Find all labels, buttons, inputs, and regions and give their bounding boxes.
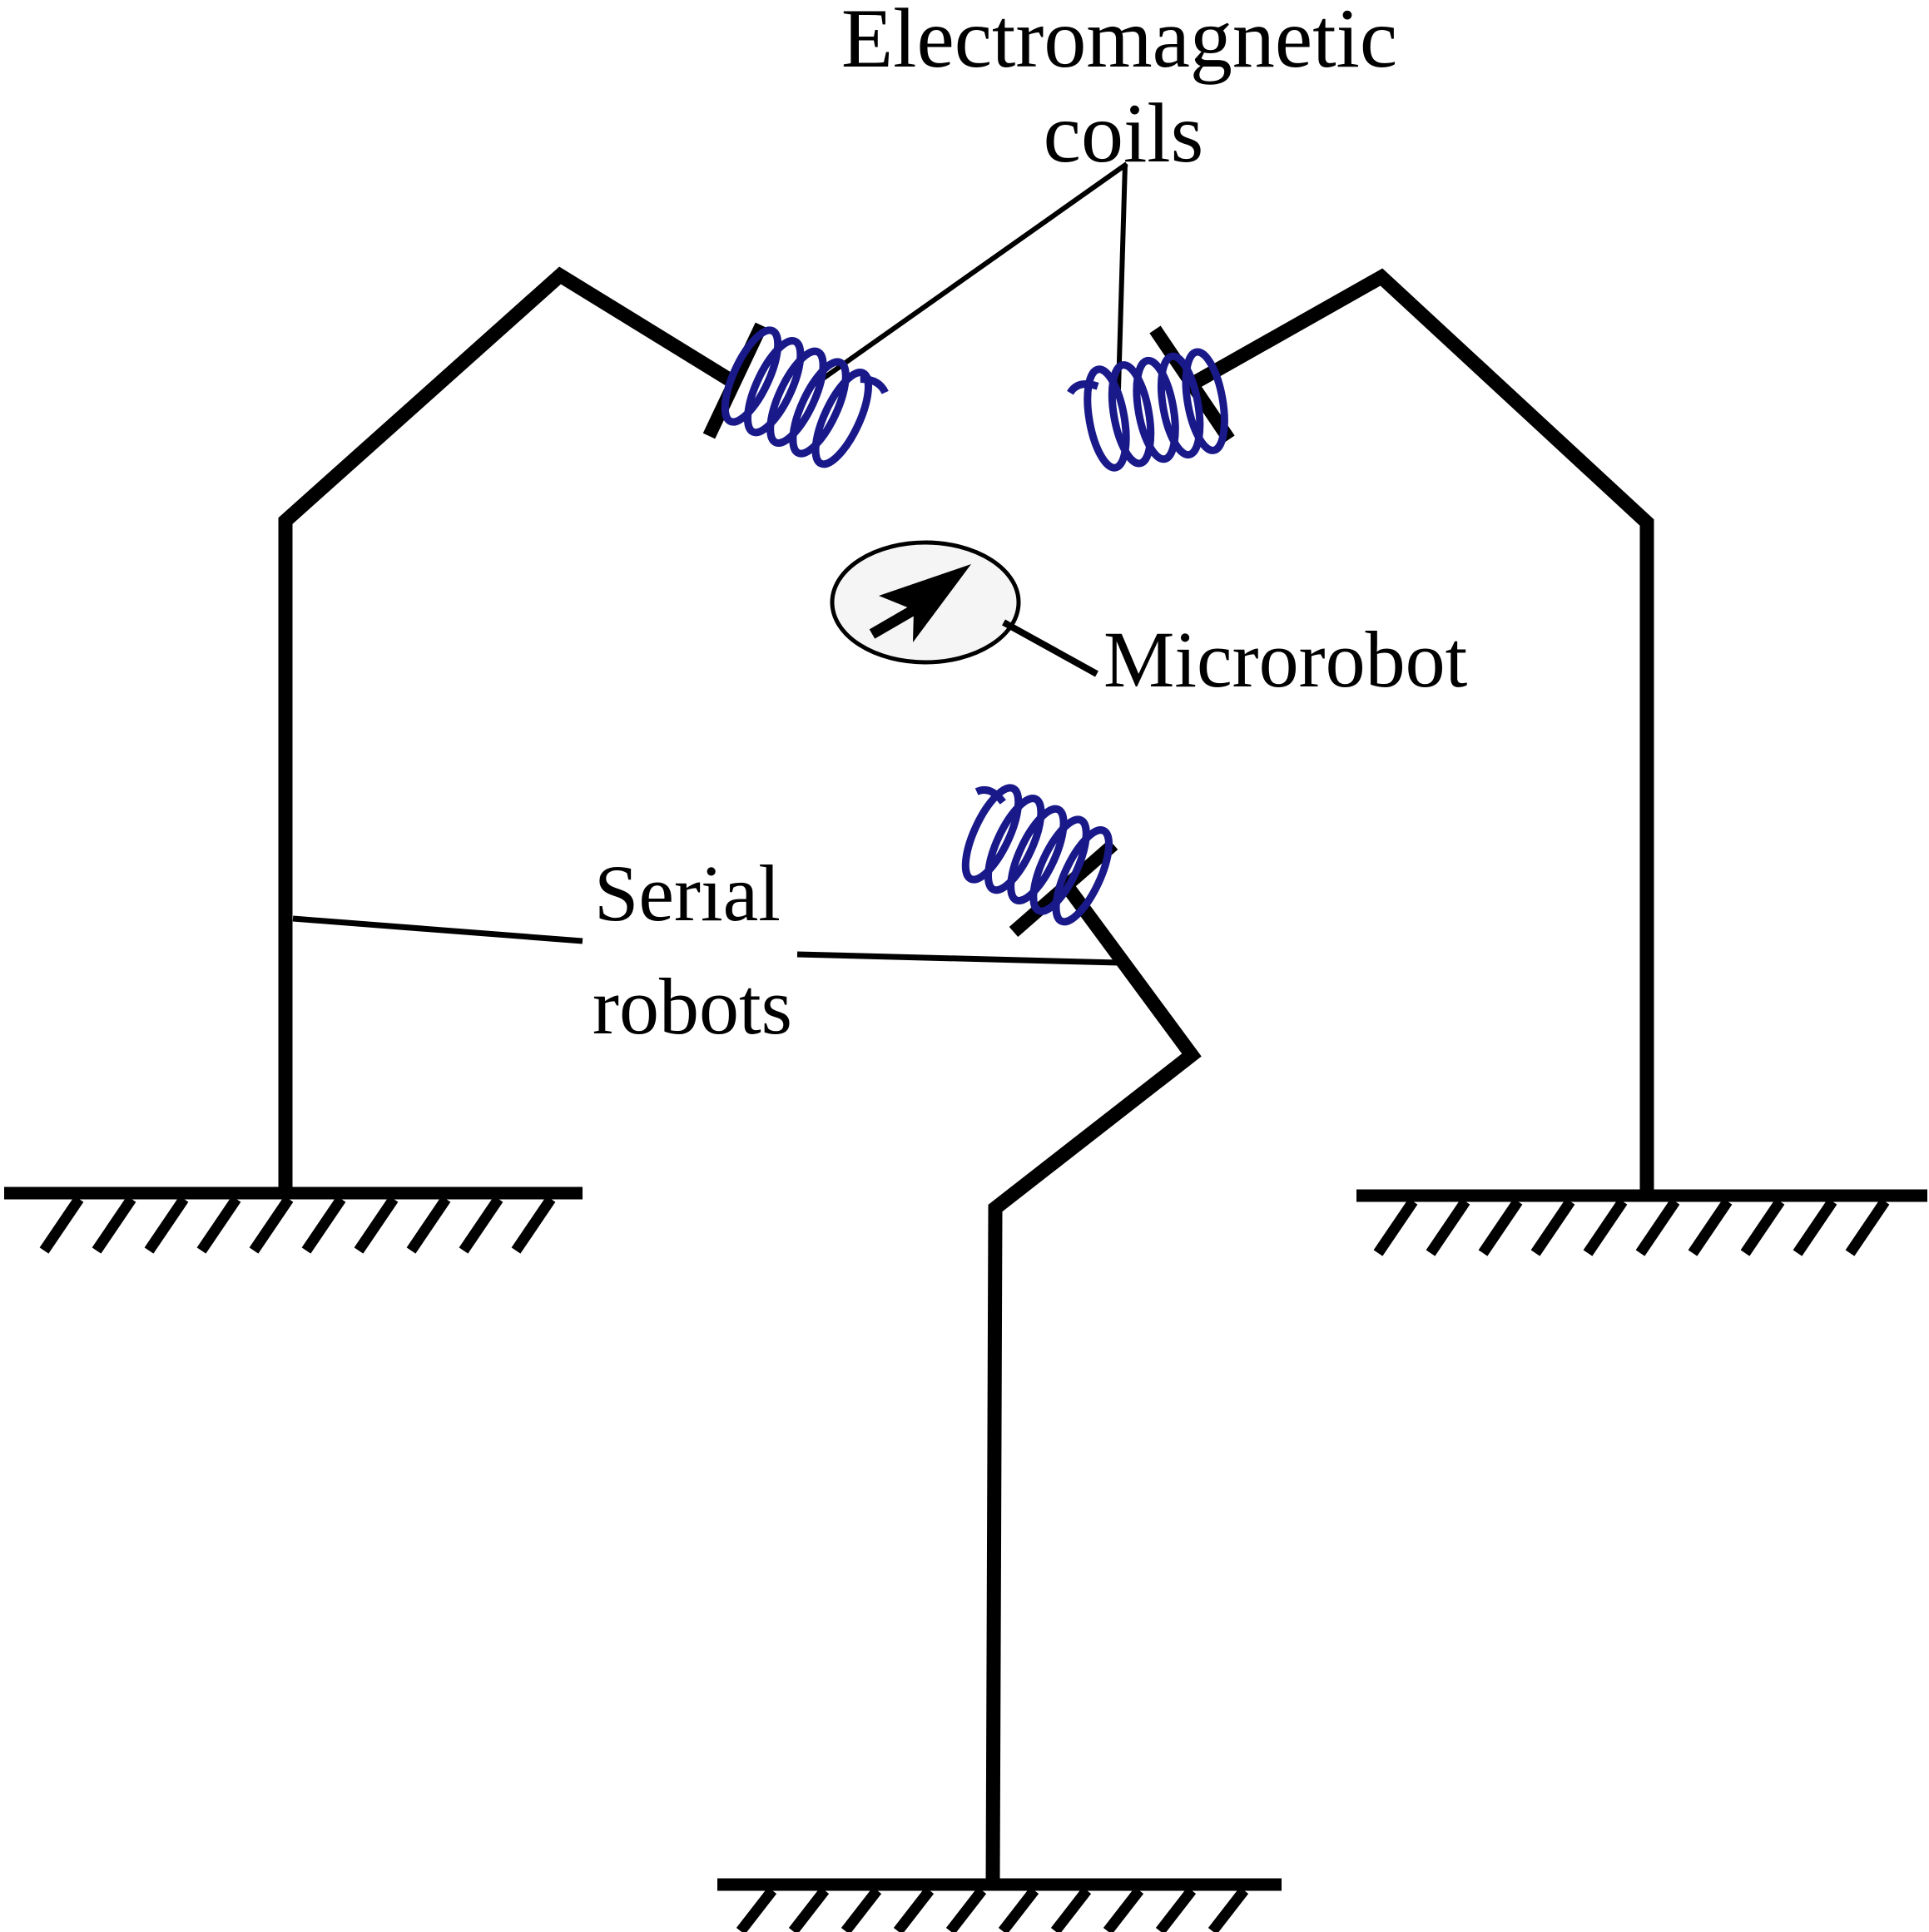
- pointer-line-coils-right: [1116, 163, 1128, 390]
- coil-loop: [1157, 352, 1204, 459]
- title-line1: Electromagnetic: [841, 0, 1397, 86]
- pointer-line-serial-left: [292, 915, 583, 944]
- coil-loop: [811, 369, 872, 468]
- pointer-line-coils-left: [813, 161, 1128, 387]
- coil-loop: [743, 337, 805, 437]
- left-serial-robot: [278, 266, 889, 1193]
- ground-bottom: [717, 1878, 1282, 1932]
- left-electromagnetic-coil: [721, 326, 889, 468]
- microrobot-label: Microrobot: [1103, 615, 1468, 704]
- coil-loop: [961, 784, 1023, 884]
- coil-wire-tail: [860, 375, 889, 394]
- microrobot: [830, 540, 1021, 665]
- right-robot-arm: [1192, 268, 1654, 1196]
- ground-hatch: [1373, 1198, 1890, 1256]
- microrobot-arrow-icon: [879, 564, 971, 642]
- pointer-line-serial-bottom: [796, 951, 1119, 966]
- coil-loop: [1182, 348, 1228, 454]
- coil-loop: [1052, 826, 1113, 926]
- ground-hatch: [39, 1196, 556, 1254]
- coil-loop: [1029, 815, 1090, 915]
- bottom-electromagnetic-coil: [961, 784, 1113, 926]
- coil-loop: [1133, 356, 1179, 463]
- coil-loop: [984, 795, 1045, 894]
- ground-right: [1356, 1189, 1927, 1256]
- coil-wire-tail: [974, 785, 1006, 805]
- right-serial-robot: [1067, 268, 1654, 1196]
- bottom-robot-arm: [985, 879, 1202, 1885]
- right-electromagnetic-coil: [1067, 348, 1228, 472]
- coil-loop: [1084, 365, 1130, 472]
- coil-loop: [1108, 361, 1155, 468]
- bottom-serial-robot: [961, 784, 1202, 1885]
- ground-hatch: [736, 1887, 1249, 1932]
- coil-loop: [789, 358, 850, 458]
- pointer-line-microrobot: [1002, 619, 1098, 677]
- coil-loop: [1007, 805, 1068, 904]
- ground-left: [4, 1186, 583, 1254]
- left-robot-arm: [278, 266, 737, 1193]
- serial-robots-label-line2: robots: [593, 962, 792, 1051]
- coil-loop: [721, 326, 782, 426]
- coil-wire-tail: [1067, 380, 1099, 395]
- microrobot-arrow-tail: [869, 605, 917, 639]
- serial-robots-label-line1: Serial: [594, 849, 781, 938]
